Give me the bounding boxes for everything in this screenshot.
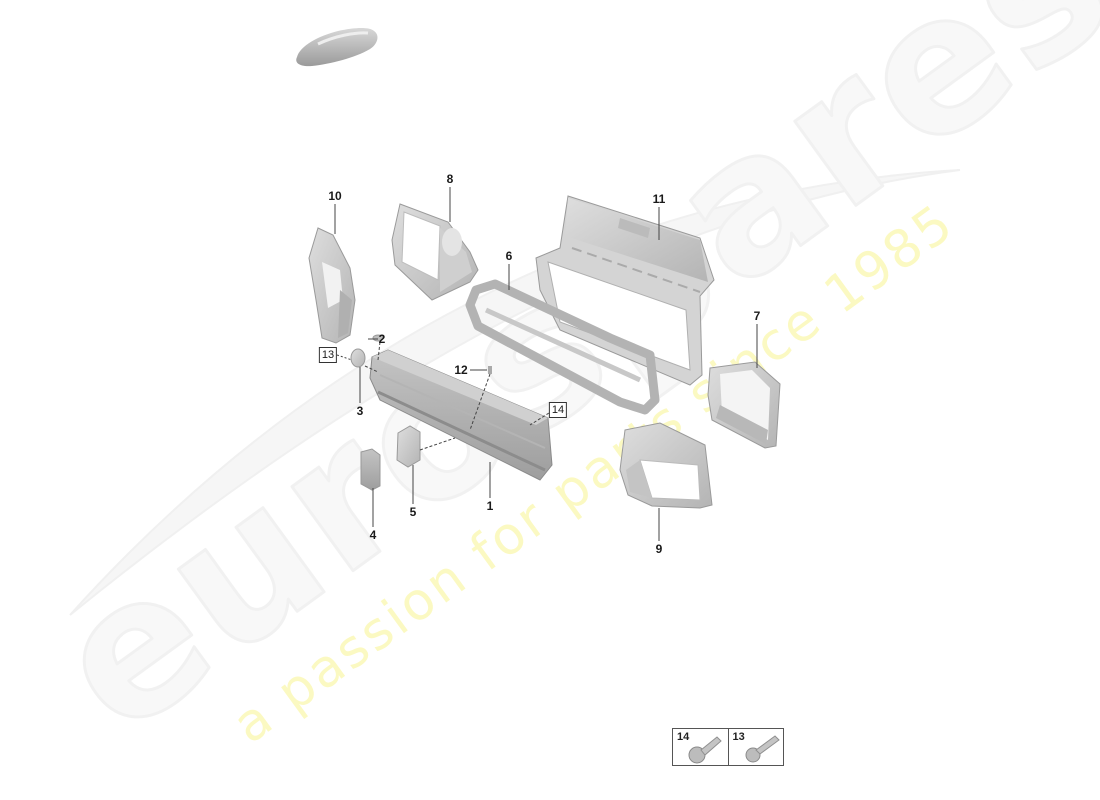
legend-item-14[interactable]: 14 [673, 729, 729, 765]
part-5-bracket[interactable] [396, 425, 421, 468]
callout-14[interactable]: 14 [548, 402, 568, 418]
callout-8[interactable]: 8 [446, 172, 454, 186]
leader-lines [334, 187, 758, 541]
callout-10[interactable]: 10 [328, 189, 342, 203]
legend-item-13[interactable]: 13 [729, 729, 784, 765]
part-6-grille-frame[interactable] [465, 279, 660, 415]
part-11-air-guide-frame[interactable] [535, 195, 715, 386]
callout-13[interactable]: 13 [318, 347, 338, 363]
part-12-screw[interactable] [488, 366, 492, 374]
pan-head-screw-icon [745, 735, 780, 763]
callout-12[interactable]: 12 [454, 363, 468, 377]
part-3-grommet[interactable] [350, 348, 366, 368]
part-8-air-duct[interactable] [391, 203, 479, 301]
callout-4[interactable]: 4 [369, 528, 377, 542]
fastener-legend: 14 13 [672, 728, 784, 766]
part-10-side-air-guide[interactable] [308, 227, 356, 344]
callout-1[interactable]: 1 [486, 499, 494, 513]
callout-5[interactable]: 5 [409, 505, 417, 519]
legend-label: 13 [732, 731, 745, 743]
callout-7[interactable]: 7 [753, 309, 761, 323]
callout-2[interactable]: 2 [378, 332, 386, 346]
part-4-holder[interactable] [360, 448, 381, 491]
watermark-logo: eurospares [15, 0, 1100, 778]
callout-11[interactable]: 11 [652, 192, 666, 206]
flange-screw-icon [688, 736, 722, 764]
part-1-front-carrier[interactable] [369, 349, 553, 481]
part-7-right-air-duct[interactable] [707, 361, 781, 449]
svg-text:eurospares: eurospares [17, 0, 1100, 776]
callout-9[interactable]: 9 [655, 542, 663, 556]
callout-3[interactable]: 3 [356, 404, 364, 418]
car-silhouette-icon [296, 28, 378, 67]
part-9-lower-air-duct[interactable] [619, 422, 713, 509]
legend-label: 14 [677, 731, 690, 743]
callout-6[interactable]: 6 [505, 249, 513, 263]
